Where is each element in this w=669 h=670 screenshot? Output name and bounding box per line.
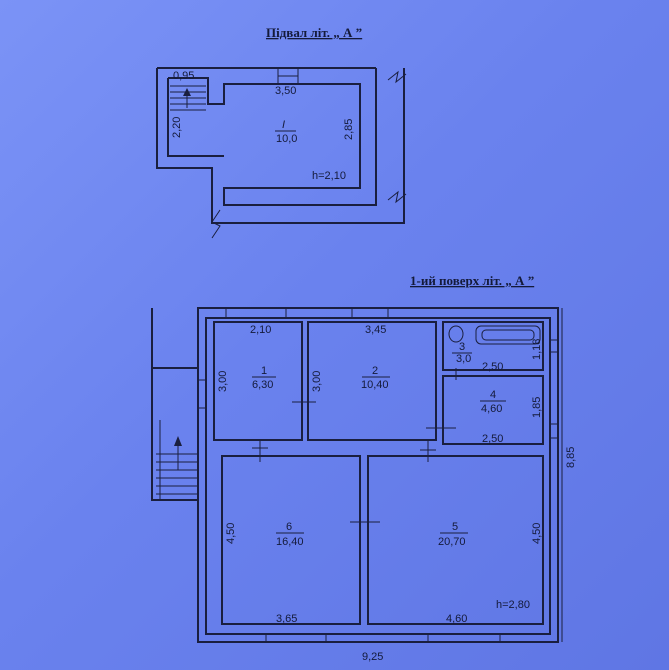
basement-title: Підвал літ. „ А ” xyxy=(266,25,362,40)
break-mark xyxy=(387,70,407,84)
window xyxy=(265,633,327,643)
room-1: 2,10 3,00 1 6,30 xyxy=(217,324,276,392)
room-1-area: 6,30 xyxy=(252,379,273,391)
window xyxy=(549,339,559,353)
basement-room-number: I xyxy=(282,119,285,131)
room-6-area: 16,40 xyxy=(276,536,304,548)
window xyxy=(549,423,559,439)
room-3-number: 3 xyxy=(459,341,465,353)
toilet-icon xyxy=(448,325,464,343)
room-5-number: 5 xyxy=(452,521,458,533)
floor1-total-width: 9,25 xyxy=(362,651,383,663)
break-mark xyxy=(387,190,407,204)
basement-dim-left: 2,20 xyxy=(171,117,183,138)
basement-stairs xyxy=(170,85,206,111)
room-6-height: 4,50 xyxy=(225,523,237,544)
bathtub-icon xyxy=(475,325,541,345)
room-1-height: 3,00 xyxy=(217,371,229,392)
entrance-stairs xyxy=(156,420,198,500)
room-3: 3 3,0 2,50 1,18 xyxy=(452,339,543,373)
floor1-total-height: 8,85 xyxy=(565,447,577,468)
room-3-height: 1,18 xyxy=(531,339,543,360)
room-5-area: 20,70 xyxy=(438,536,466,548)
stair-arrow-icon xyxy=(174,436,182,446)
room-6-width: 3,65 xyxy=(276,613,297,625)
room-2-area: 10,40 xyxy=(361,379,389,391)
room-4-number: 4 xyxy=(490,389,496,401)
basement-walls xyxy=(156,67,407,239)
room-2-width: 3,45 xyxy=(365,324,386,336)
room-2: 3,45 3,00 2 10,40 xyxy=(311,324,390,392)
room-2-height: 3,00 xyxy=(311,371,323,392)
basement-room-area: 10,0 xyxy=(276,133,297,145)
room-5-height: 4,50 xyxy=(531,523,543,544)
basement-dim-right: 2,85 xyxy=(343,119,355,140)
room-1-width: 2,10 xyxy=(250,324,271,336)
basement-dim-top-left: 0,95 xyxy=(173,70,194,82)
basement-dim-top: 3,50 xyxy=(275,85,296,97)
break-mark xyxy=(211,209,221,239)
window xyxy=(351,307,389,319)
stair-arrow-icon xyxy=(183,88,191,96)
room-3-width: 2,50 xyxy=(482,361,503,373)
room-4-area: 4,60 xyxy=(481,403,502,415)
floor1-walls xyxy=(151,307,563,643)
entrance-door xyxy=(197,379,207,409)
floor1-title: 1-ий поверх літ. „ А ” xyxy=(410,273,534,288)
room-6: 6 16,40 3,65 4,50 xyxy=(225,521,304,625)
room-4-height: 1,85 xyxy=(531,397,543,418)
basement-height: h=2,10 xyxy=(312,170,346,182)
window xyxy=(427,633,501,643)
floor1-height: h=2,80 xyxy=(496,599,530,611)
room-5: 5 20,70 4,60 4,50 xyxy=(438,521,543,625)
room-4-width: 2,50 xyxy=(482,433,503,445)
room-3-area: 3,0 xyxy=(456,353,471,365)
room-2-number: 2 xyxy=(372,365,378,377)
room-5-width: 4,60 xyxy=(446,613,467,625)
room-1-number: 1 xyxy=(261,365,267,377)
room-6-number: 6 xyxy=(286,521,292,533)
window xyxy=(225,307,287,319)
room-4: 4 4,60 2,50 1,85 xyxy=(480,389,543,445)
